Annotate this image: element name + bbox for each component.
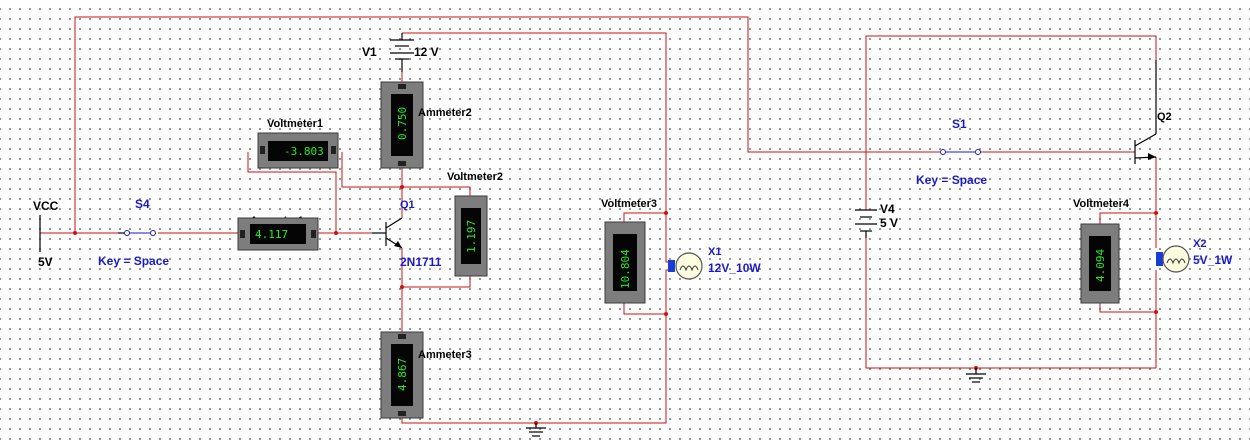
v1-value: 12 V xyxy=(414,45,439,59)
ammeter3-label: Ammeter3 xyxy=(418,349,472,361)
ammeter2-reading: 0.750 xyxy=(396,107,409,140)
voltmeter2-label: Voltmeter2 xyxy=(447,171,503,183)
battery-v4[interactable]: V4 5 V xyxy=(855,202,898,238)
battery-v1[interactable]: V1 12 V xyxy=(362,33,439,72)
lamp-x2[interactable]: X2 5V_1W xyxy=(1156,238,1233,273)
voltmeter1-label: Voltmeter1 xyxy=(267,118,323,130)
voltmeter3-reading: 10.804 xyxy=(619,249,632,289)
vcc-value: 5V xyxy=(38,255,53,269)
v4-label: V4 xyxy=(880,202,895,216)
ammeter-2[interactable]: 0.750 Ammeter2 xyxy=(380,81,472,169)
ammeter-1[interactable]: Ammeter1 4.117 xyxy=(237,215,319,251)
x1-value: 12V_10W xyxy=(708,261,761,275)
transistor-q1[interactable]: Q1 2N1711 xyxy=(372,199,442,269)
voltmeter-3[interactable]: Voltmeter3 10.804 xyxy=(601,198,657,304)
voltmeter-4[interactable]: Voltmeter4 4.094 xyxy=(1073,198,1130,304)
ammeter1-reading: 4.117 xyxy=(255,228,288,241)
lamp-x1[interactable]: X1 12V_10W xyxy=(668,246,761,280)
switch-s4[interactable]: S4 Key = Space xyxy=(98,197,169,268)
x2-value: 5V_1W xyxy=(1193,253,1233,267)
switch-s1[interactable]: S1 Key = Space xyxy=(916,117,987,187)
voltmeter3-label: Voltmeter3 xyxy=(601,198,657,210)
voltmeter1-reading: -3.803 xyxy=(284,145,324,158)
ammeter2-label: Ammeter2 xyxy=(418,107,472,119)
vcc-label: VCC xyxy=(33,199,59,213)
voltmeter-2[interactable]: Voltmeter2 1.197 xyxy=(447,171,503,277)
wires xyxy=(40,16,1157,428)
q2-label: Q2 xyxy=(1157,111,1172,123)
vcc-source[interactable]: VCC 5V xyxy=(33,199,59,269)
ammeter3-reading: 4.867 xyxy=(396,358,409,391)
ground-2 xyxy=(966,368,986,383)
s4-key: Key = Space xyxy=(98,254,169,268)
ammeter-3[interactable]: 4.867 Ammeter3 xyxy=(380,331,472,419)
ground-1 xyxy=(526,423,546,437)
s4-label: S4 xyxy=(135,197,150,211)
junctions xyxy=(73,185,1158,425)
x1-label: X1 xyxy=(708,246,721,258)
transistor-q2[interactable]: Q2 xyxy=(1134,60,1172,164)
voltmeter-1[interactable]: Voltmeter1 -3.803 xyxy=(257,118,339,169)
voltmeter4-label: Voltmeter4 xyxy=(1073,198,1130,210)
voltmeter2-reading: 1.197 xyxy=(465,220,478,253)
s1-label: S1 xyxy=(952,117,967,131)
q1-label: Q1 xyxy=(400,199,415,211)
voltmeter4-reading: 4.094 xyxy=(1094,249,1107,282)
x2-label: X2 xyxy=(1193,238,1206,250)
v1-label: V1 xyxy=(362,45,377,59)
s1-key: Key = Space xyxy=(916,173,987,187)
q1-model: 2N1711 xyxy=(400,255,442,269)
v4-value: 5 V xyxy=(880,216,898,230)
